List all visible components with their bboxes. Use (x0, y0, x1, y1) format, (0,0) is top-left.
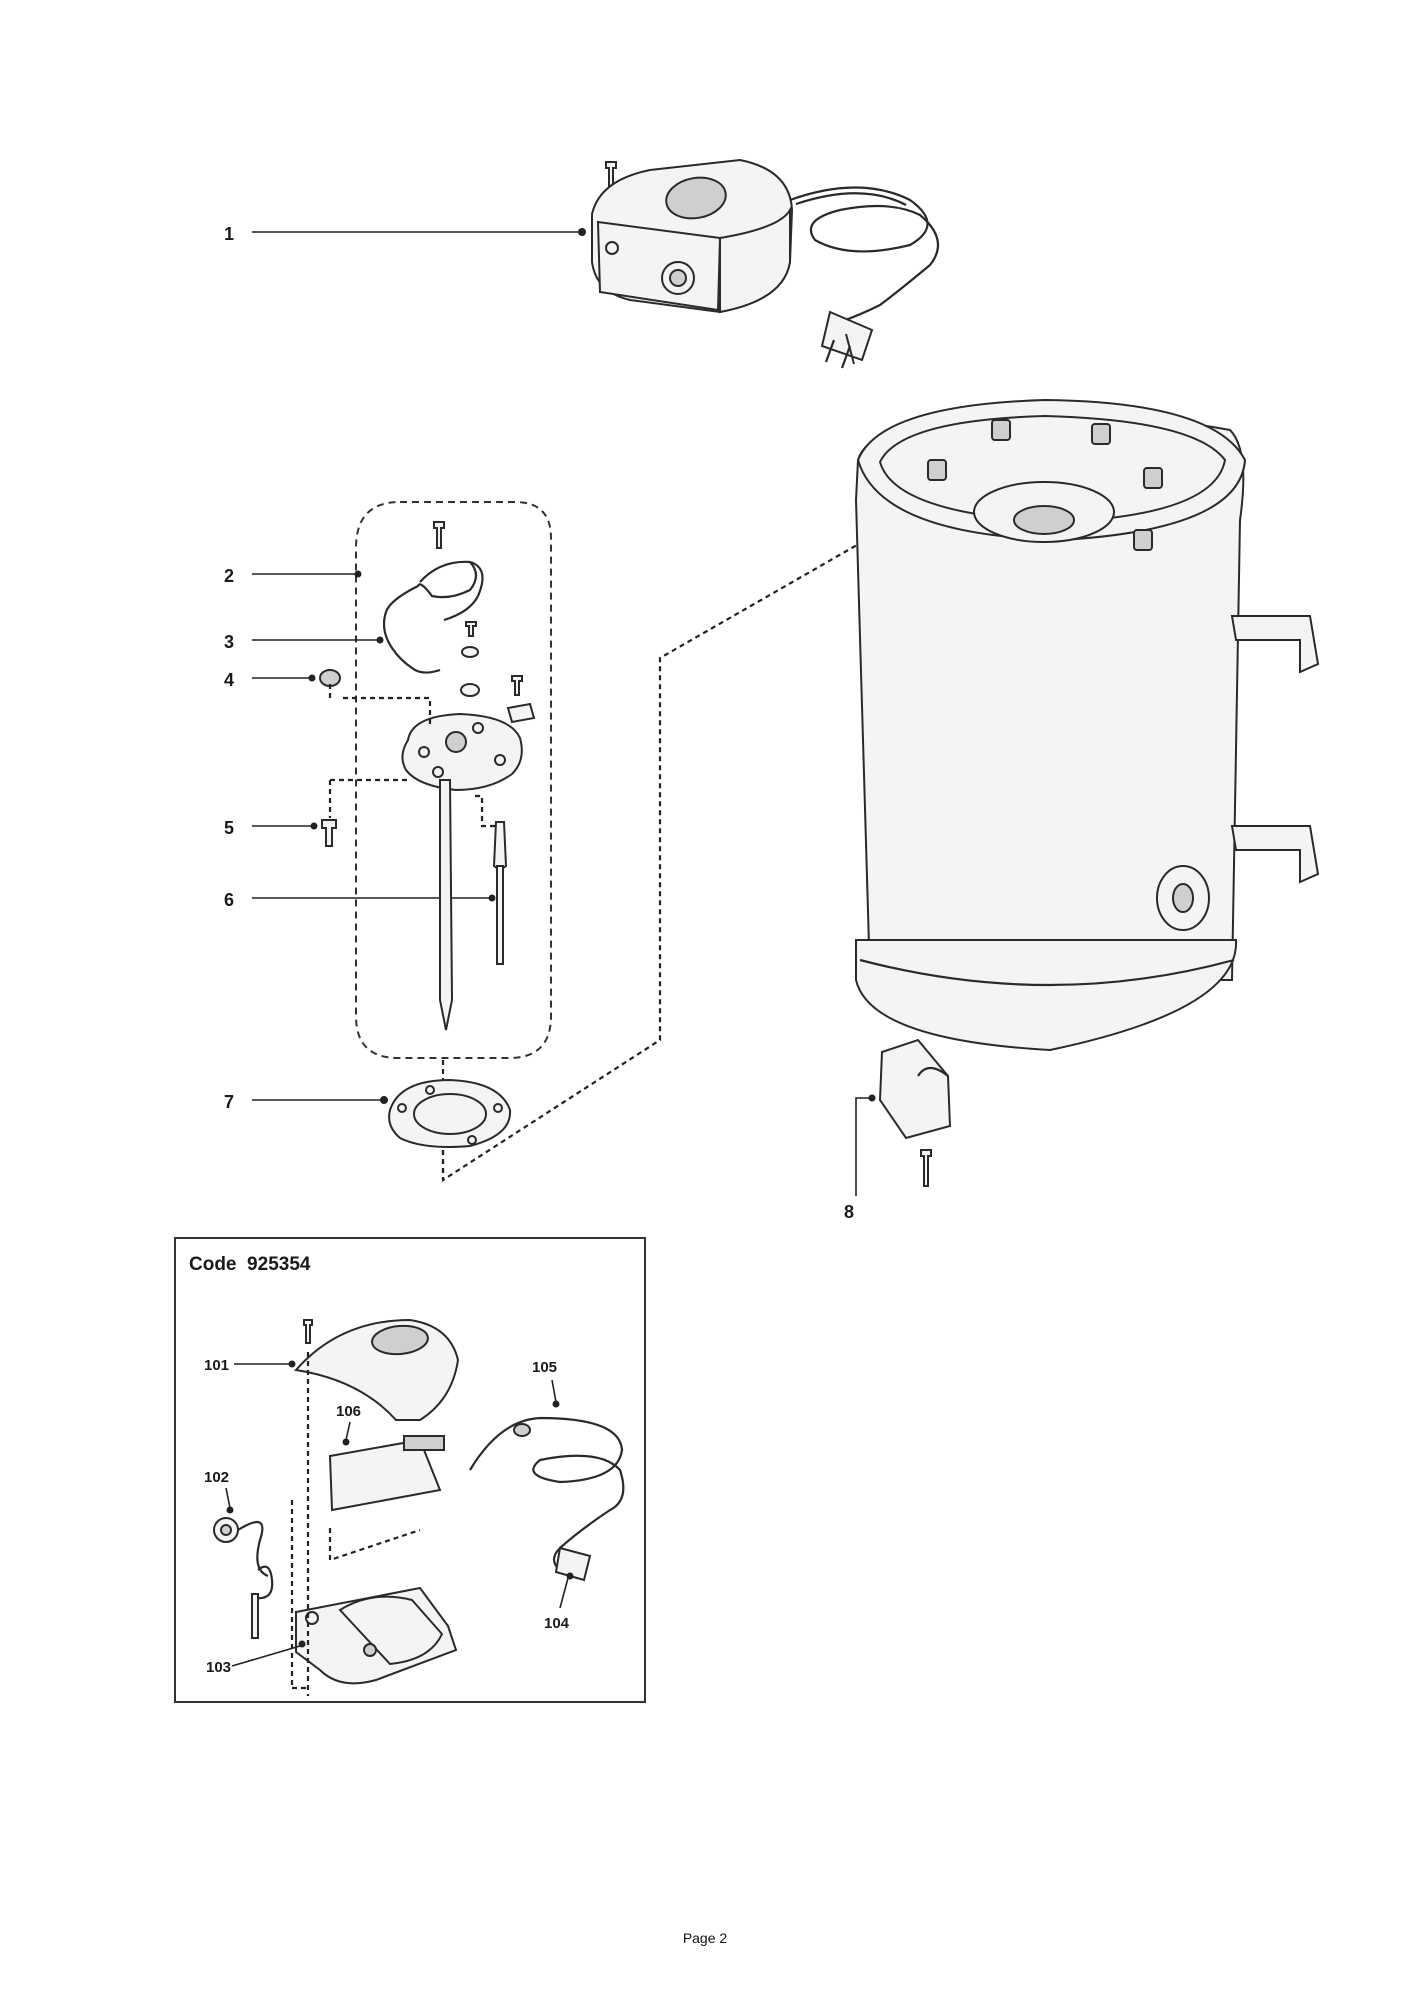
page-number: Page 2 (682, 1930, 728, 1946)
heating-element-group: 2 3 4 5 6 (224, 501, 552, 1059)
callout-6: 6 (224, 890, 234, 910)
callout-101: 101 (204, 1357, 229, 1374)
callout-2: 2 (224, 566, 234, 586)
callout-3: 3 (224, 632, 234, 652)
callout-105: 105 (532, 1359, 557, 1376)
callout-4: 4 (224, 670, 234, 690)
alignment-lines (328, 439, 1041, 1183)
callout-1: 1 (224, 224, 234, 244)
top-fittings (927, 419, 1163, 551)
callout-7: 7 (224, 1092, 234, 1112)
control-box-assembly: 1 (224, 158, 940, 369)
foot-bracket: 8 (844, 1038, 952, 1222)
callout-102: 102 (204, 1469, 229, 1486)
callout-8: 8 (844, 1202, 854, 1222)
callout-106: 106 (336, 1403, 361, 1420)
gasket-ring: 7 (224, 1078, 512, 1148)
callout-104: 104 (544, 1615, 570, 1632)
inset-panel: Code 925354 101 106 105 104 102 (174, 1237, 646, 1703)
water-heater-tank (854, 398, 1320, 1052)
inset-code-label: Code 925354 (189, 1254, 311, 1275)
callout-5: 5 (224, 818, 234, 838)
callout-103: 103 (206, 1659, 231, 1676)
